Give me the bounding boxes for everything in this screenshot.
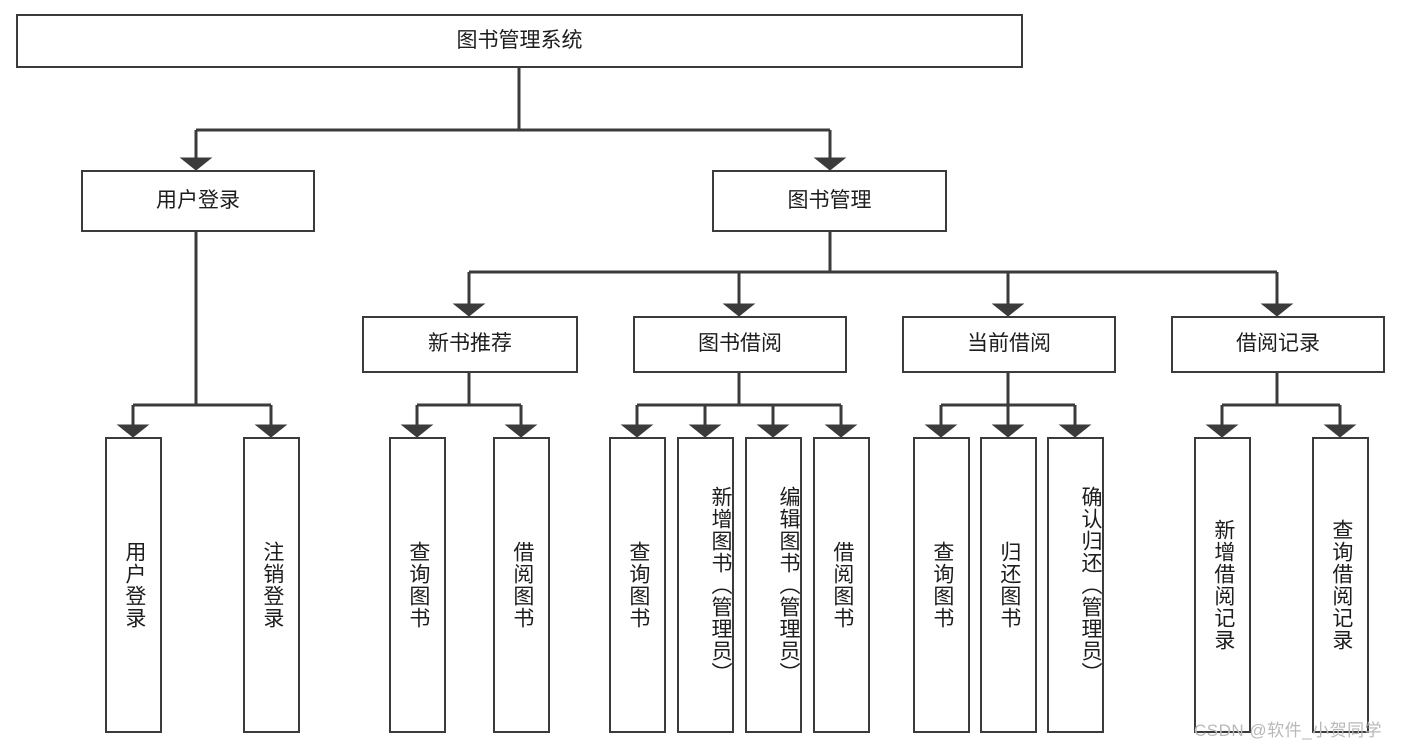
node-leaf-borrow-book-1[interactable]: 借阅图书 — [493, 437, 550, 733]
node-leaf-edit-book[interactable]: 编辑图书（管理员） — [745, 437, 802, 733]
node-borrow-record[interactable]: 借阅记录 — [1171, 316, 1385, 373]
node-leaf-query-book-1[interactable]: 查询图书 — [389, 437, 446, 733]
node-leaf-add-book[interactable]: 新增图书（管理员） — [677, 437, 734, 733]
node-leaf-query-book-1-label: 查询图书 — [406, 541, 430, 629]
node-root[interactable]: 图书管理系统 — [16, 14, 1023, 68]
node-leaf-query-record[interactable]: 查询借阅记录 — [1312, 437, 1369, 733]
node-leaf-edit-book-label: 编辑图书（管理员） — [777, 486, 800, 684]
node-book-manage-label: 图书管理 — [787, 188, 872, 212]
node-leaf-user-login-label: 用户登录 — [122, 541, 146, 629]
node-leaf-query-record-label: 查询借阅记录 — [1329, 519, 1353, 651]
node-user-login-label: 用户登录 — [156, 188, 240, 212]
node-user-login[interactable]: 用户登录 — [81, 170, 315, 232]
node-leaf-query-book-2[interactable]: 查询图书 — [609, 437, 666, 733]
node-leaf-query-book-2-label: 查询图书 — [626, 541, 650, 629]
node-leaf-confirm-return-label: 确认归还（管理员） — [1079, 486, 1102, 684]
node-leaf-borrow-book-1-label: 借阅图书 — [510, 541, 534, 629]
node-leaf-borrow-book-2-label: 借阅图书 — [830, 541, 854, 629]
node-borrow-record-label: 借阅记录 — [1236, 332, 1320, 356]
node-book-borrow[interactable]: 图书借阅 — [633, 316, 847, 373]
node-leaf-user-logout[interactable]: 注销登录 — [243, 437, 300, 733]
node-leaf-add-record-label: 新增借阅记录 — [1211, 519, 1235, 651]
node-current-borrow[interactable]: 当前借阅 — [902, 316, 1116, 373]
node-leaf-query-book-3[interactable]: 查询图书 — [913, 437, 970, 733]
node-leaf-confirm-return[interactable]: 确认归还（管理员） — [1047, 437, 1104, 733]
csdn-watermark: CSDN @软件_小贺同学 — [1194, 721, 1383, 740]
node-book-borrow-label: 图书借阅 — [698, 332, 782, 356]
node-leaf-user-logout-label: 注销登录 — [260, 541, 284, 629]
node-leaf-add-record[interactable]: 新增借阅记录 — [1194, 437, 1251, 733]
node-new-book-rec-label: 新书推荐 — [428, 332, 512, 356]
node-leaf-user-login[interactable]: 用户登录 — [105, 437, 162, 733]
node-leaf-query-book-3-label: 查询图书 — [930, 541, 954, 629]
node-leaf-return-book-label: 归还图书 — [997, 541, 1021, 629]
node-book-manage[interactable]: 图书管理 — [712, 170, 947, 232]
node-leaf-borrow-book-2[interactable]: 借阅图书 — [813, 437, 870, 733]
node-leaf-add-book-label: 新增图书（管理员） — [709, 486, 732, 684]
node-leaf-return-book[interactable]: 归还图书 — [980, 437, 1037, 733]
node-root-label: 图书管理系统 — [456, 28, 583, 52]
node-new-book-rec[interactable]: 新书推荐 — [362, 316, 578, 373]
node-current-borrow-label: 当前借阅 — [967, 332, 1051, 356]
